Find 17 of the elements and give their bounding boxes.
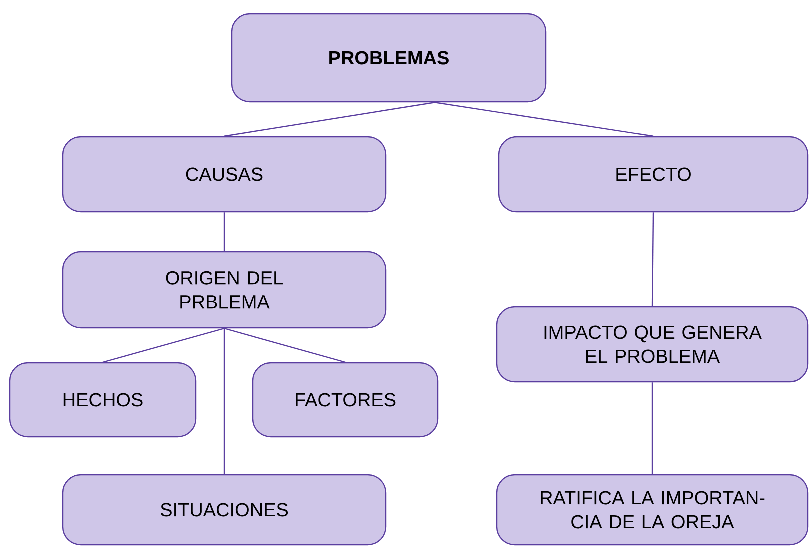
process-box: IMPACTO QUE GENERA EL PROBLEMA: [496, 306, 809, 383]
process-box: RATIFICA LA IMPORTAN-CIA DE LA OREJA: [496, 474, 809, 546]
connector-line: [652, 382, 654, 474]
process-box: CAUSAS: [62, 136, 387, 213]
process-box: SITUACIONES: [62, 474, 387, 546]
process-box: PROBLEMAS: [231, 13, 547, 103]
connector-line: [224, 328, 346, 363]
connector-line: [434, 102, 654, 137]
process-box: EFECTO: [498, 136, 809, 213]
process-box: FACTORES: [252, 362, 439, 438]
process-box: ORIGEN DEL PRBLEMA: [62, 251, 387, 329]
connector-line: [102, 328, 225, 363]
connector-line: [224, 212, 226, 252]
process-box: HECHOS: [9, 362, 197, 438]
connector-line: [224, 102, 436, 137]
connector-line: [652, 212, 654, 306]
connector-line: [224, 328, 226, 474]
